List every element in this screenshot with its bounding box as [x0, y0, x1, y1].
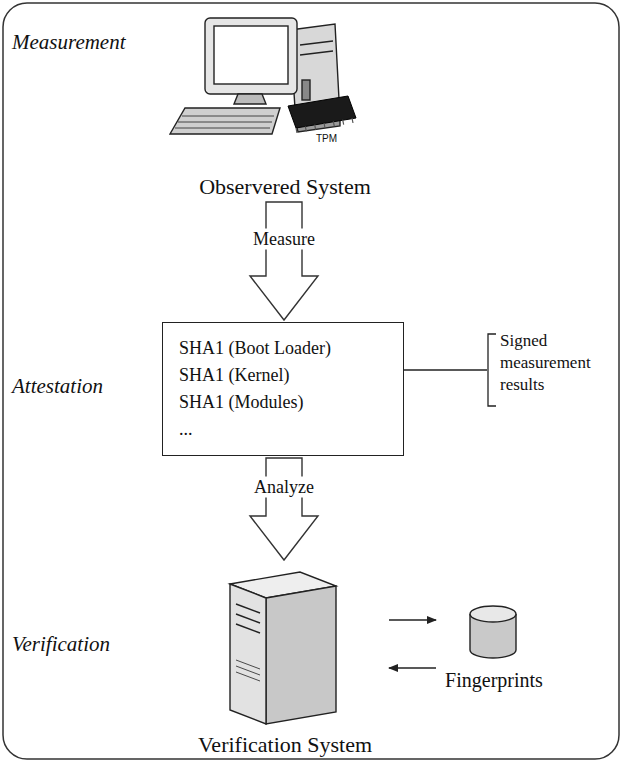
hash-line: SHA1 (Modules): [179, 389, 387, 416]
stage-label: Attestation: [12, 374, 103, 399]
edge-label: Analyze: [252, 477, 316, 498]
hash-line: SHA1 (Boot Loader): [179, 335, 387, 362]
arrow-line: [389, 619, 436, 620]
bracket: [488, 334, 496, 406]
server-illustration: [230, 572, 336, 724]
stage-label: Measurement: [12, 30, 126, 55]
node-caption: Observered System: [197, 174, 373, 200]
outer-frame: [3, 3, 619, 759]
process-box: SHA1 (Boot Loader)SHA1 (Kernel)SHA1 (Mod…: [162, 322, 404, 456]
hash-line: SHA1 (Kernel): [179, 362, 387, 389]
stage-label: Verification: [12, 632, 110, 657]
block-arrow: [250, 458, 318, 560]
server-node: Verification System: [183, 562, 387, 758]
edge-label: Measure: [251, 229, 317, 250]
tpm-chip: [288, 96, 356, 133]
database-illustration: [470, 606, 516, 658]
node-caption: Fingerprints: [443, 669, 545, 692]
hash-line: ...: [179, 416, 387, 443]
node-caption: Verification System: [196, 732, 374, 758]
block-arrow: [250, 202, 318, 320]
computer-node: Observered System: [170, 12, 400, 200]
leader-line: [402, 369, 487, 370]
database-node: Fingerprints: [438, 600, 550, 692]
arrow-line: [389, 667, 436, 668]
bracket-note: Signed measurement results: [500, 330, 612, 396]
chip-label: TPM: [316, 133, 337, 144]
